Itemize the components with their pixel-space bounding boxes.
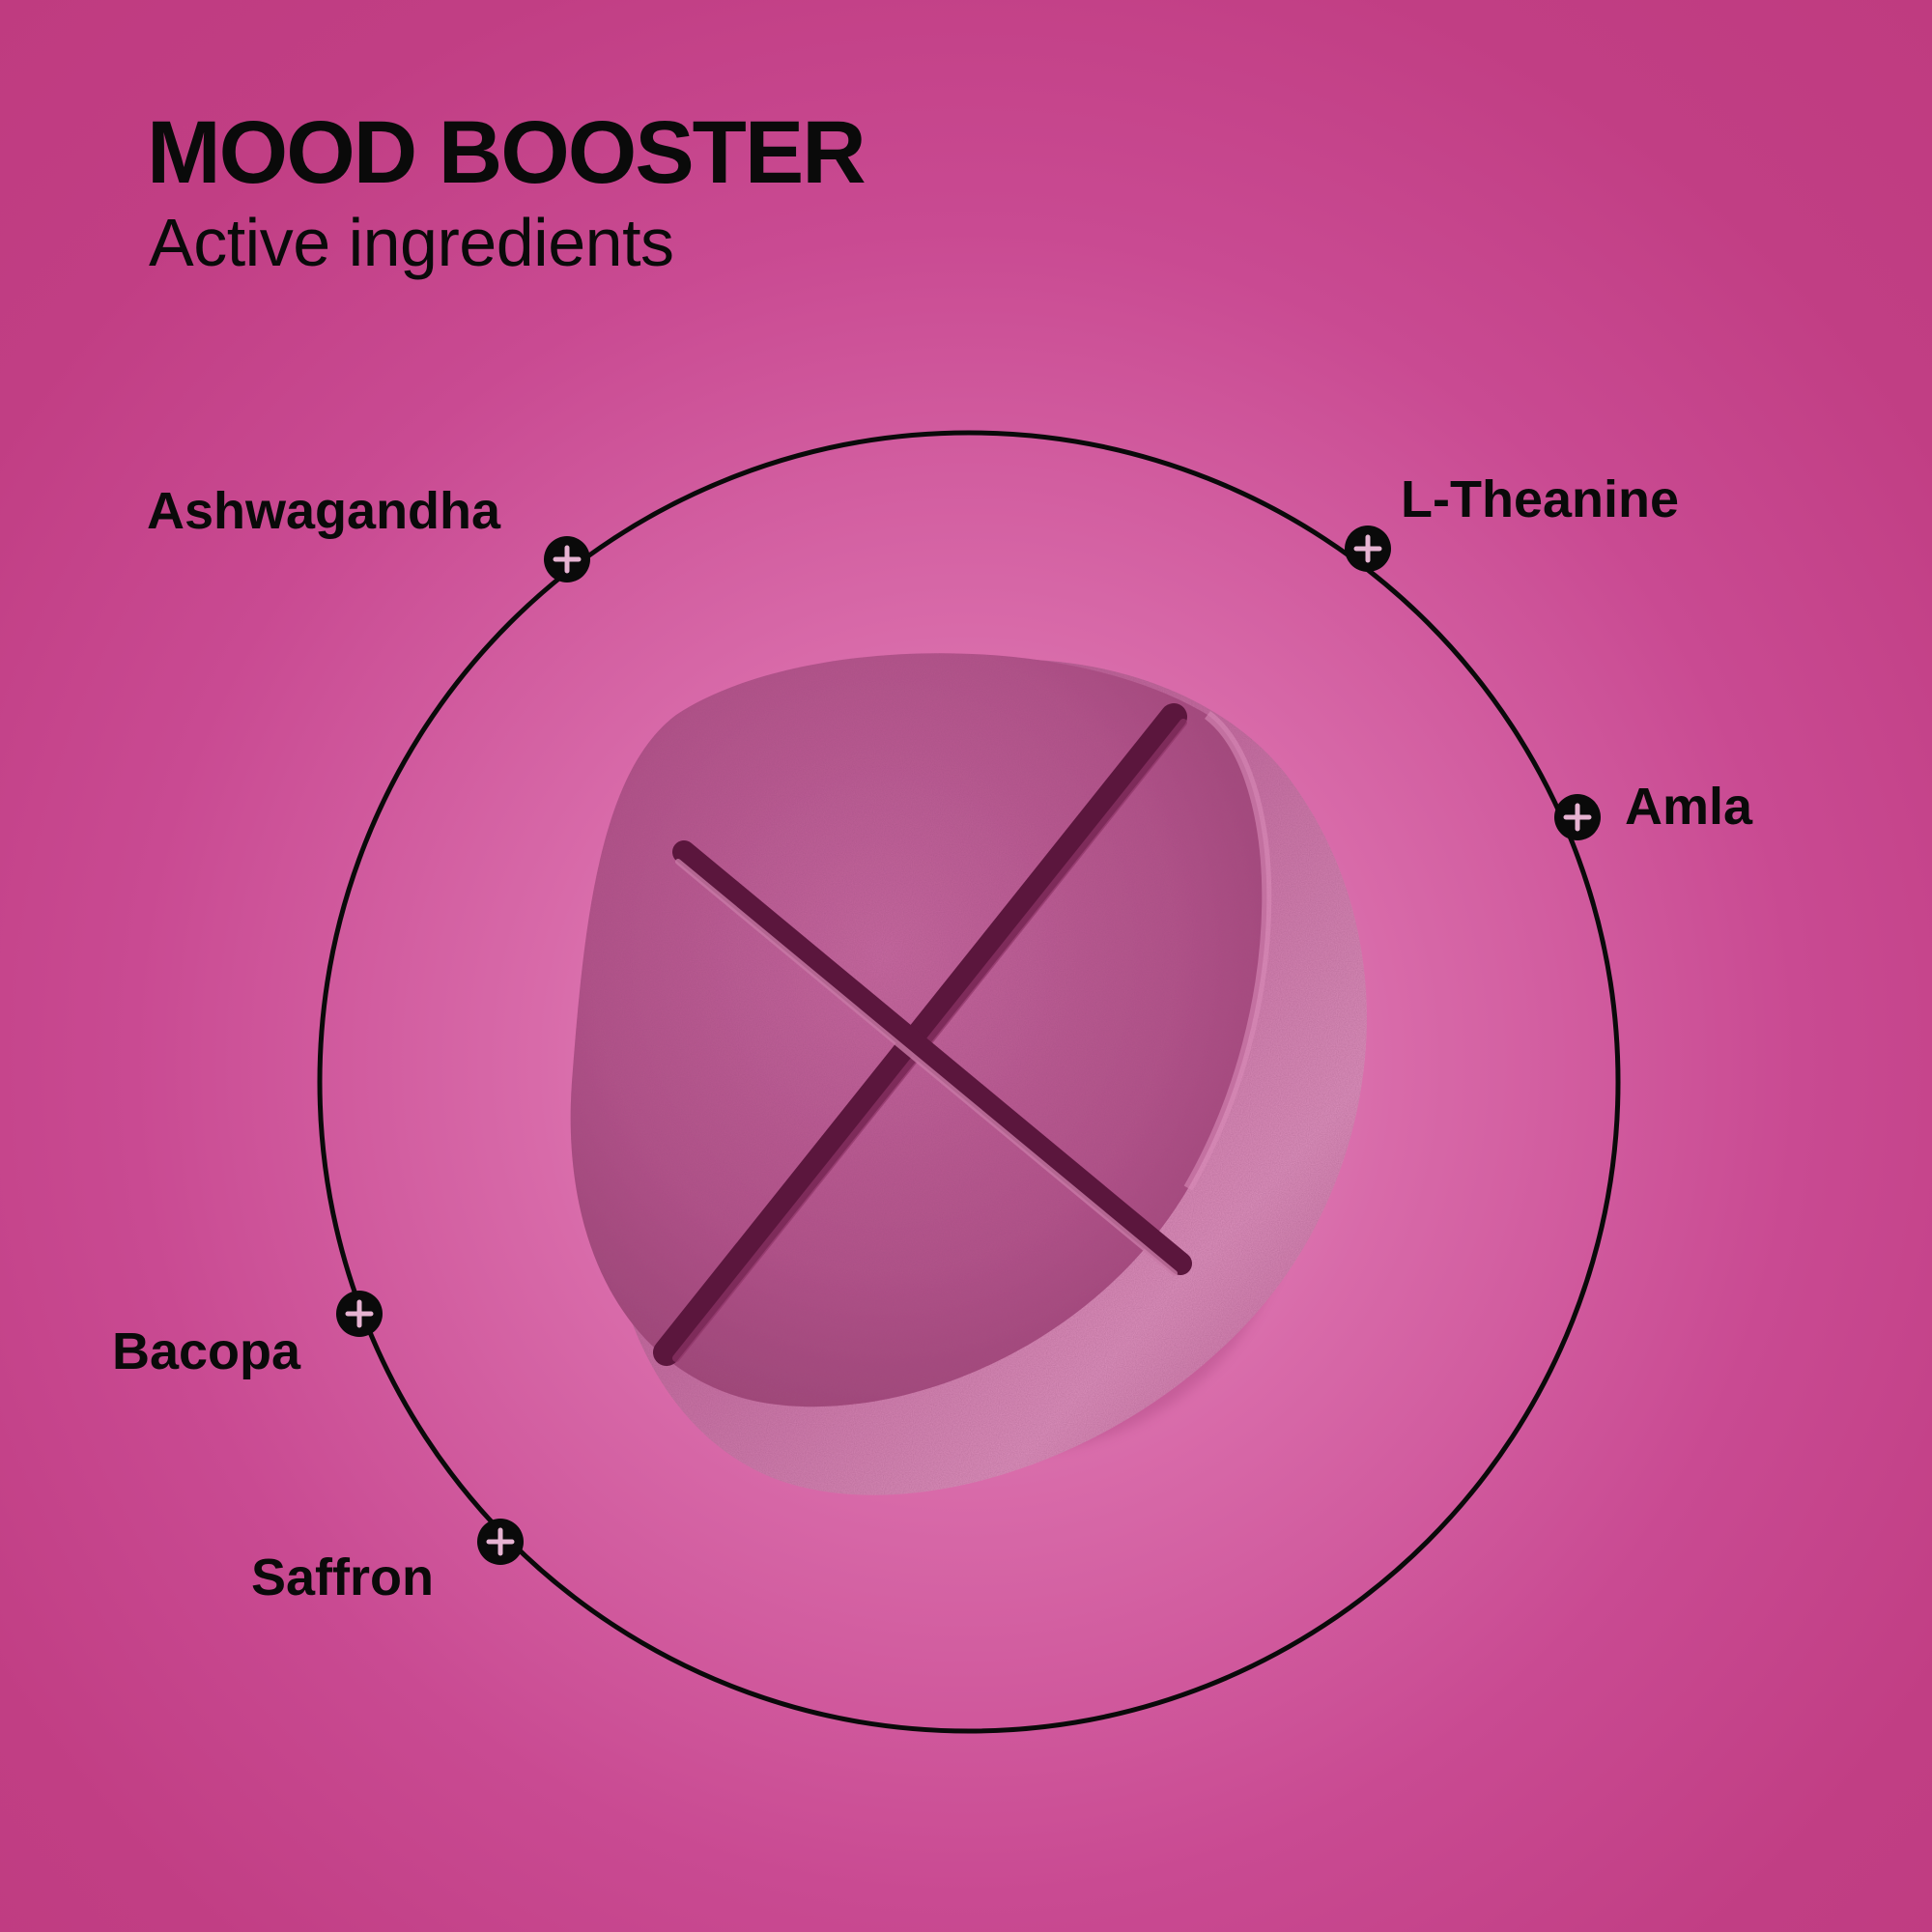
plus-circle-icon bbox=[544, 536, 590, 582]
plus-circle-icon bbox=[1345, 526, 1391, 572]
ingredient-label-saffron: Saffron bbox=[251, 1548, 434, 1606]
marker-ashwagandha bbox=[544, 536, 590, 582]
tablet-image bbox=[570, 653, 1367, 1495]
page-subtitle: Active ingredients bbox=[149, 205, 674, 280]
plus-circle-icon bbox=[477, 1519, 524, 1565]
orbit-ring bbox=[317, 430, 1621, 1734]
header: MOOD BOOSTER Active ingredients bbox=[147, 103, 867, 280]
marker-saffron bbox=[477, 1519, 524, 1565]
marker-amla bbox=[1554, 794, 1601, 840]
ingredient-label-bacopa: Bacopa bbox=[112, 1322, 301, 1380]
plus-circle-icon bbox=[1554, 794, 1601, 840]
ingredient-label-l-theanine: L-Theanine bbox=[1401, 470, 1680, 528]
page-title: MOOD BOOSTER bbox=[147, 103, 867, 202]
marker-bacopa bbox=[336, 1291, 383, 1337]
plus-circle-icon bbox=[336, 1291, 383, 1337]
ingredient-label-amla: Amla bbox=[1625, 778, 1753, 836]
ingredient-label-ashwagandha: Ashwagandha bbox=[147, 482, 501, 540]
marker-ltheanine bbox=[1345, 526, 1391, 572]
